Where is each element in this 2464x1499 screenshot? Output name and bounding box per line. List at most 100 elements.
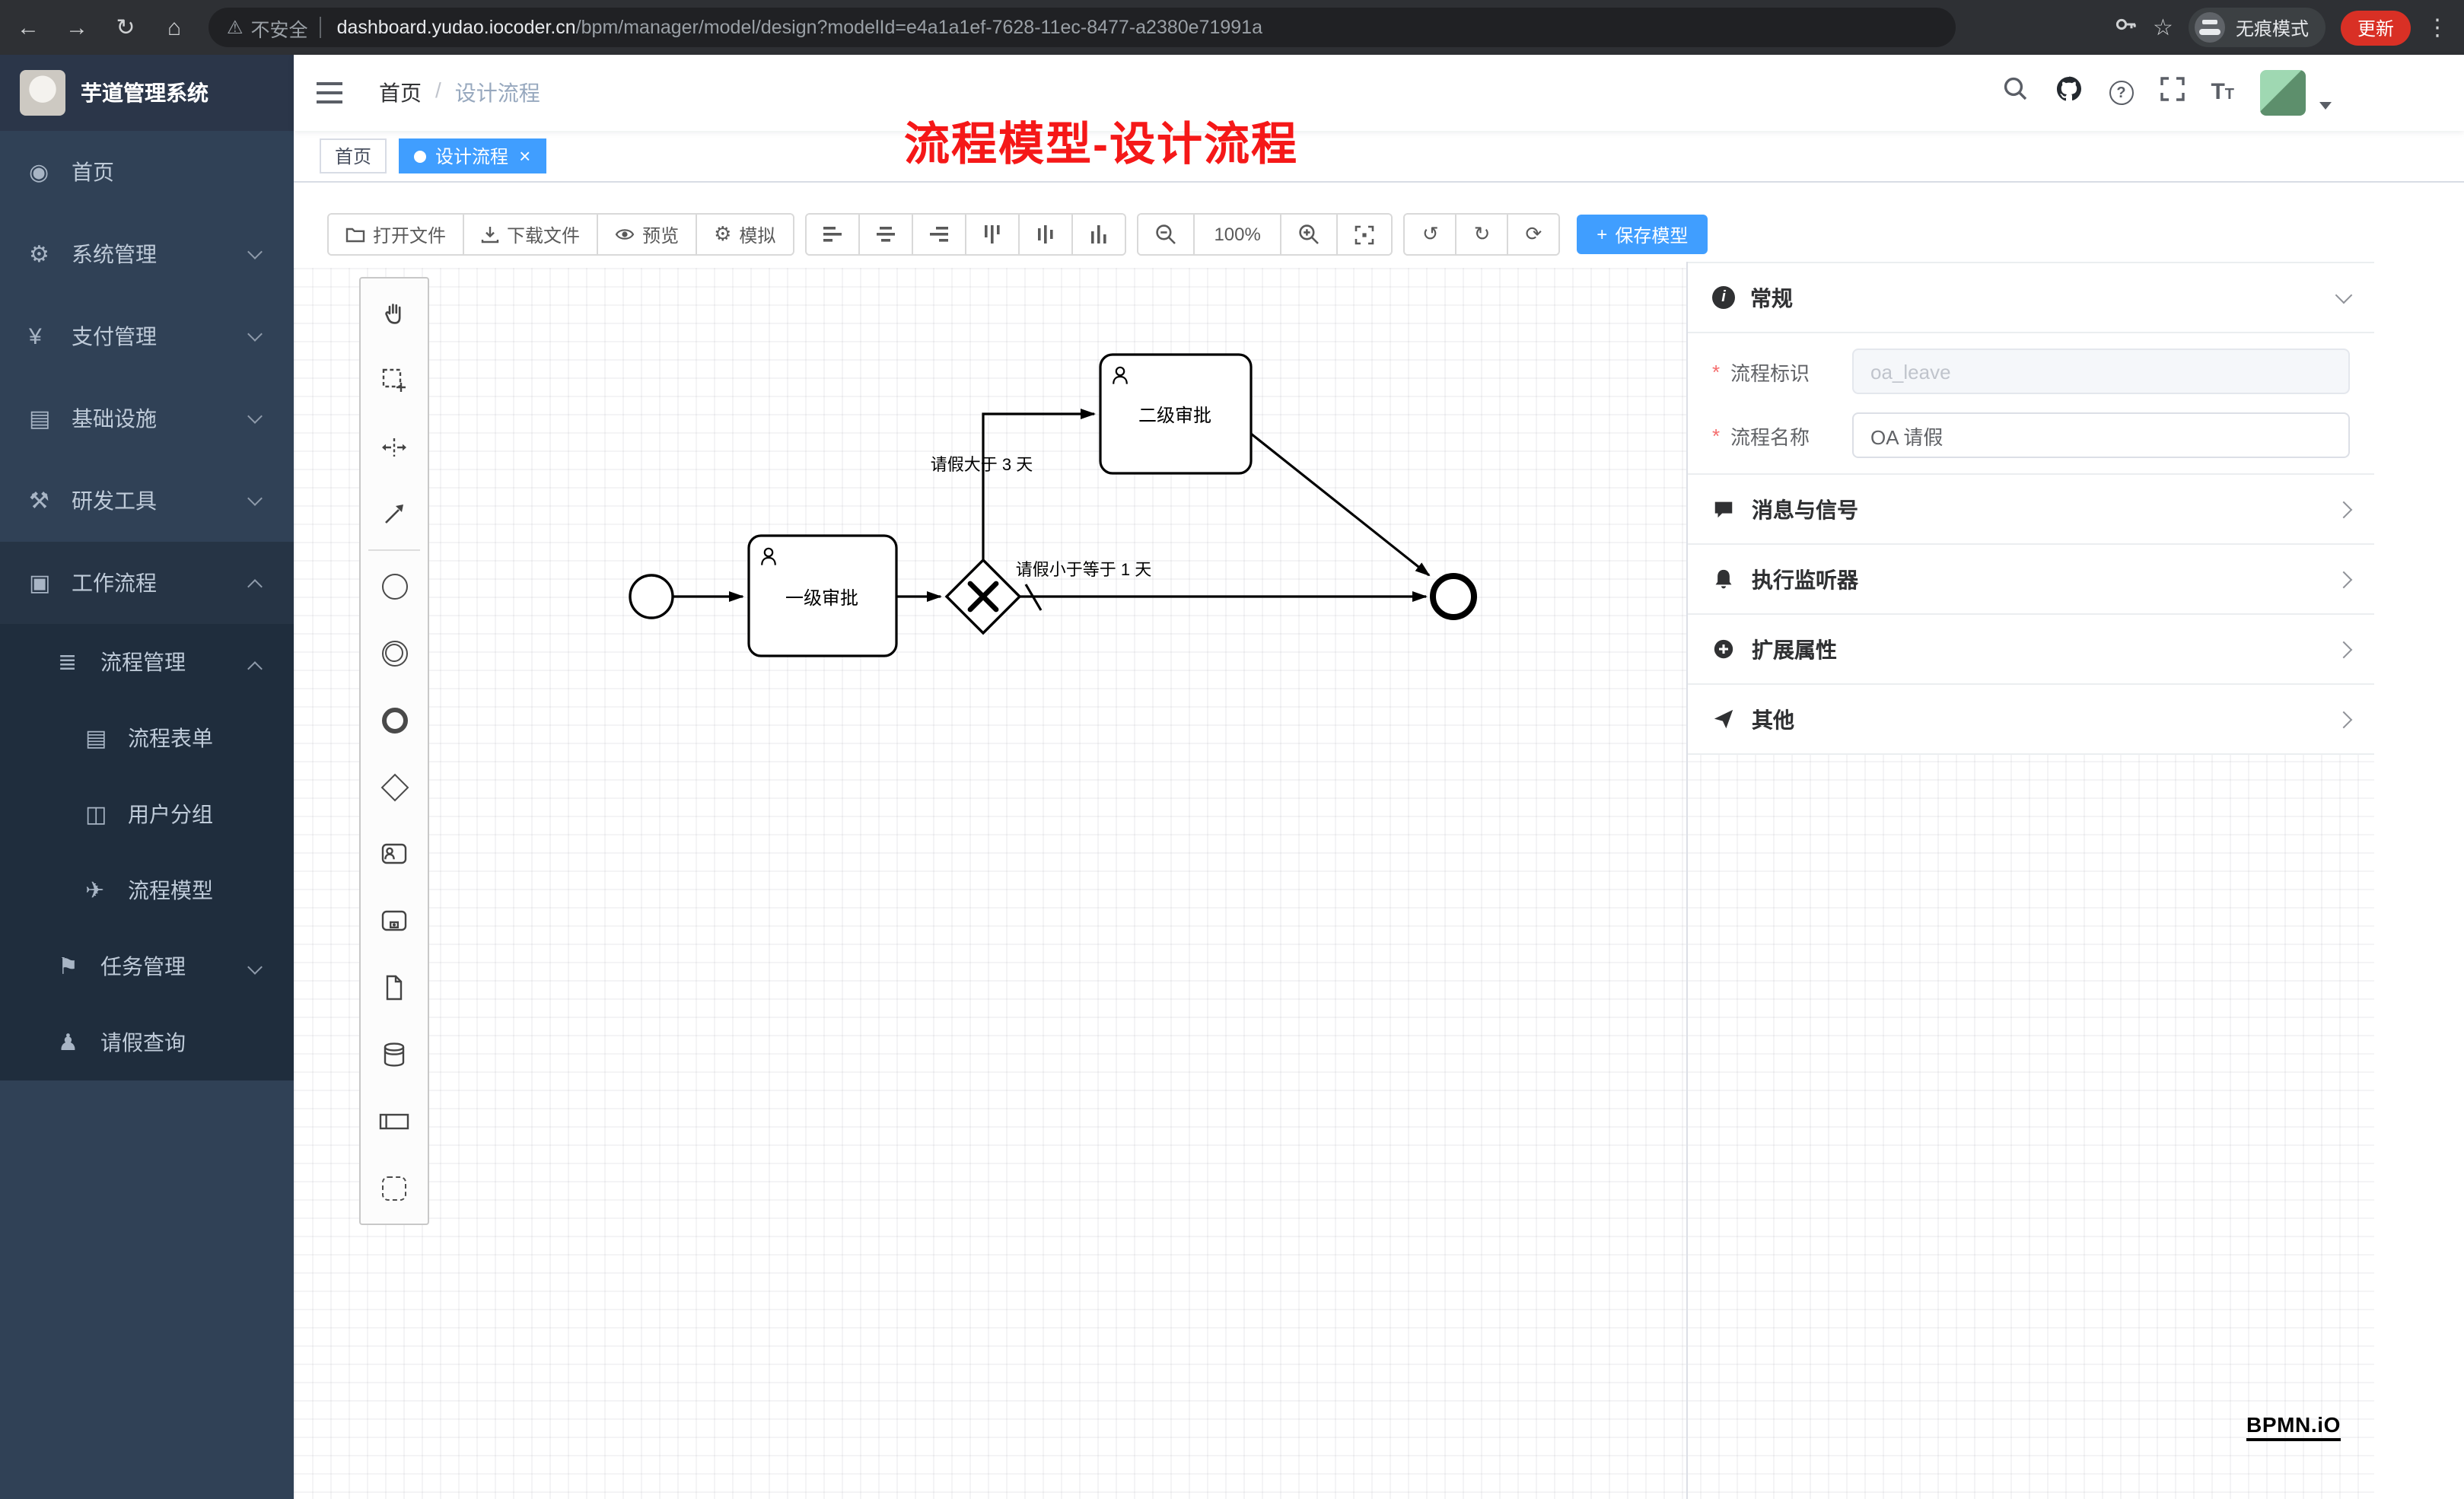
sidebar-item-label: 系统管理 (72, 239, 157, 269)
download-file-button[interactable]: 下载文件 (464, 215, 598, 254)
open-file-button[interactable]: 打开文件 (329, 215, 464, 254)
form-icon: ▤ (85, 724, 122, 752)
data-object-icon[interactable] (361, 954, 428, 1021)
align-center-button[interactable] (859, 215, 912, 254)
yen-icon: ¥ (29, 323, 65, 349)
sidebar-item-payment[interactable]: ¥ 支付管理 (0, 295, 294, 377)
sidebar-item-process-model[interactable]: ✈ 流程模型 (0, 852, 294, 928)
subprocess-icon[interactable] (361, 887, 428, 954)
app-logo[interactable]: 芋道管理系统 (0, 55, 294, 131)
sidebar-item-system[interactable]: ⚙ 系统管理 (0, 213, 294, 295)
fullscreen-icon[interactable] (2159, 76, 2185, 110)
align-right-button[interactable] (912, 215, 966, 254)
warning-icon: ⚠ (227, 17, 244, 38)
start-event-icon[interactable] (361, 552, 428, 619)
user-task-icon[interactable] (361, 820, 428, 887)
start-event-node[interactable] (630, 575, 673, 618)
preview-button[interactable]: 预览 (598, 215, 697, 254)
simulate-button[interactable]: ⚙ 模拟 (697, 215, 792, 254)
sidebar-item-process-management[interactable]: ≣ 流程管理 (0, 624, 294, 700)
participant-icon[interactable] (361, 1088, 428, 1155)
panel-field-process-name: * 流程名称 OA 请假 (1712, 412, 2350, 458)
flow-gateway-to-task2[interactable] (983, 414, 1094, 560)
github-icon[interactable] (2054, 75, 2083, 111)
panel-field-process-key: * 流程标识 oa_leave (1712, 348, 2350, 394)
sidebar-item-label: 流程管理 (100, 647, 186, 677)
sidebar-item-task-management[interactable]: ⚑ 任务管理 (0, 928, 294, 1004)
font-size-icon[interactable]: TT (2211, 79, 2234, 107)
home-icon[interactable]: ⌂ (154, 7, 195, 48)
folder-icon (345, 225, 365, 243)
align-bottom-button[interactable] (1072, 215, 1124, 254)
panel-section-general[interactable]: 常规 (1688, 263, 2374, 333)
process-key-input[interactable]: oa_leave (1852, 348, 2350, 394)
bookmark-star-icon[interactable]: ☆ (2153, 14, 2173, 41)
tag-home[interactable]: 首页 (320, 138, 387, 173)
bpmn-io-watermark[interactable]: BPMN.iO (2246, 1412, 2341, 1441)
end-event-node[interactable] (1433, 576, 1474, 617)
zoom-fit-button[interactable] (1339, 215, 1392, 254)
paper-plane-icon: ✈ (85, 877, 122, 904)
breadcrumb-home[interactable]: 首页 (379, 78, 422, 108)
key-icon[interactable] (2113, 11, 2138, 43)
undo-button[interactable]: ↺ (1405, 215, 1457, 254)
save-model-button[interactable]: + 保存模型 (1577, 215, 1708, 254)
url-bar[interactable]: ⚠ 不安全 dashboard.yudao.iocoder.cn /bpm/ma… (209, 8, 1956, 47)
sidebar-item-devtools[interactable]: ⚒ 研发工具 (0, 460, 294, 542)
grid-icon: ▤ (29, 405, 65, 432)
search-icon[interactable] (2002, 76, 2028, 110)
sidebar-item-label: 首页 (72, 157, 114, 187)
menu-dots-icon[interactable]: ⋮ (2426, 14, 2449, 41)
data-store-icon[interactable] (361, 1021, 428, 1088)
sidebar-item-user-group[interactable]: ◫ 用户分组 (0, 776, 294, 852)
group-icon[interactable] (361, 1155, 428, 1222)
restart-button[interactable]: ⟳ (1508, 215, 1558, 254)
flow-task2-to-end[interactable] (1251, 434, 1429, 575)
security-label[interactable]: 不安全 (251, 13, 308, 42)
connect-tool-icon[interactable] (361, 481, 428, 548)
incognito-badge[interactable]: 无痕模式 (2189, 8, 2326, 47)
align-left-button[interactable] (806, 215, 859, 254)
space-tool-icon[interactable] (361, 414, 428, 481)
back-icon[interactable]: ← (8, 7, 49, 48)
caret-down-icon[interactable] (2319, 101, 2332, 109)
avatar[interactable] (2260, 70, 2306, 116)
help-icon[interactable]: ? (2109, 81, 2133, 105)
end-event-icon[interactable] (361, 686, 428, 753)
chevron-up-icon (247, 579, 263, 594)
sidebar-item-home[interactable]: ◉ 首页 (0, 131, 294, 213)
process-name-input[interactable]: OA 请假 (1852, 412, 2350, 458)
lasso-tool-icon[interactable] (361, 347, 428, 414)
close-icon[interactable]: × (519, 146, 530, 166)
tag-design-process[interactable]: 设计流程 × (399, 138, 546, 173)
hamburger-icon[interactable] (317, 82, 342, 103)
sidebar-item-workflow[interactable]: ▣ 工作流程 (0, 542, 294, 624)
intermediate-event-icon[interactable] (361, 619, 428, 686)
update-button[interactable]: 更新 (2341, 10, 2411, 45)
sidebar-item-infrastructure[interactable]: ▤ 基础设施 (0, 377, 294, 460)
sidebar-item-leave-query[interactable]: ♟ 请假查询 (0, 1004, 294, 1080)
panel-section-listeners[interactable]: 执行监听器 (1688, 543, 2374, 613)
reload-icon[interactable]: ↻ (105, 7, 146, 48)
panel-section-extensions[interactable]: 扩展属性 (1688, 613, 2374, 683)
panel-section-other[interactable]: 其他 (1688, 683, 2374, 753)
sidebar-item-label: 工作流程 (72, 568, 157, 598)
align-top-button[interactable] (966, 215, 1019, 254)
chevron-down-icon (247, 326, 263, 342)
url-path: /bpm/manager/model/design?modelId=e4a1a1… (576, 17, 1262, 38)
hand-tool-icon[interactable] (361, 280, 428, 347)
forward-icon[interactable]: → (56, 7, 97, 48)
align-middle-button[interactable] (1019, 215, 1072, 254)
gateway-icon[interactable] (361, 753, 428, 820)
message-icon (1712, 498, 1737, 520)
gear-icon: ⚙ (714, 222, 731, 247)
bpmn-palette (359, 277, 429, 1225)
zoom-in-button[interactable] (1282, 215, 1339, 254)
redo-button[interactable]: ↻ (1457, 215, 1509, 254)
panel-section-messages[interactable]: 消息与信号 (1688, 473, 2374, 543)
sidebar-item-process-form[interactable]: ▤ 流程表单 (0, 700, 294, 776)
sidebar-item-label: 流程模型 (128, 875, 213, 905)
required-mark: * (1712, 360, 1724, 383)
zoom-out-button[interactable] (1138, 215, 1194, 254)
